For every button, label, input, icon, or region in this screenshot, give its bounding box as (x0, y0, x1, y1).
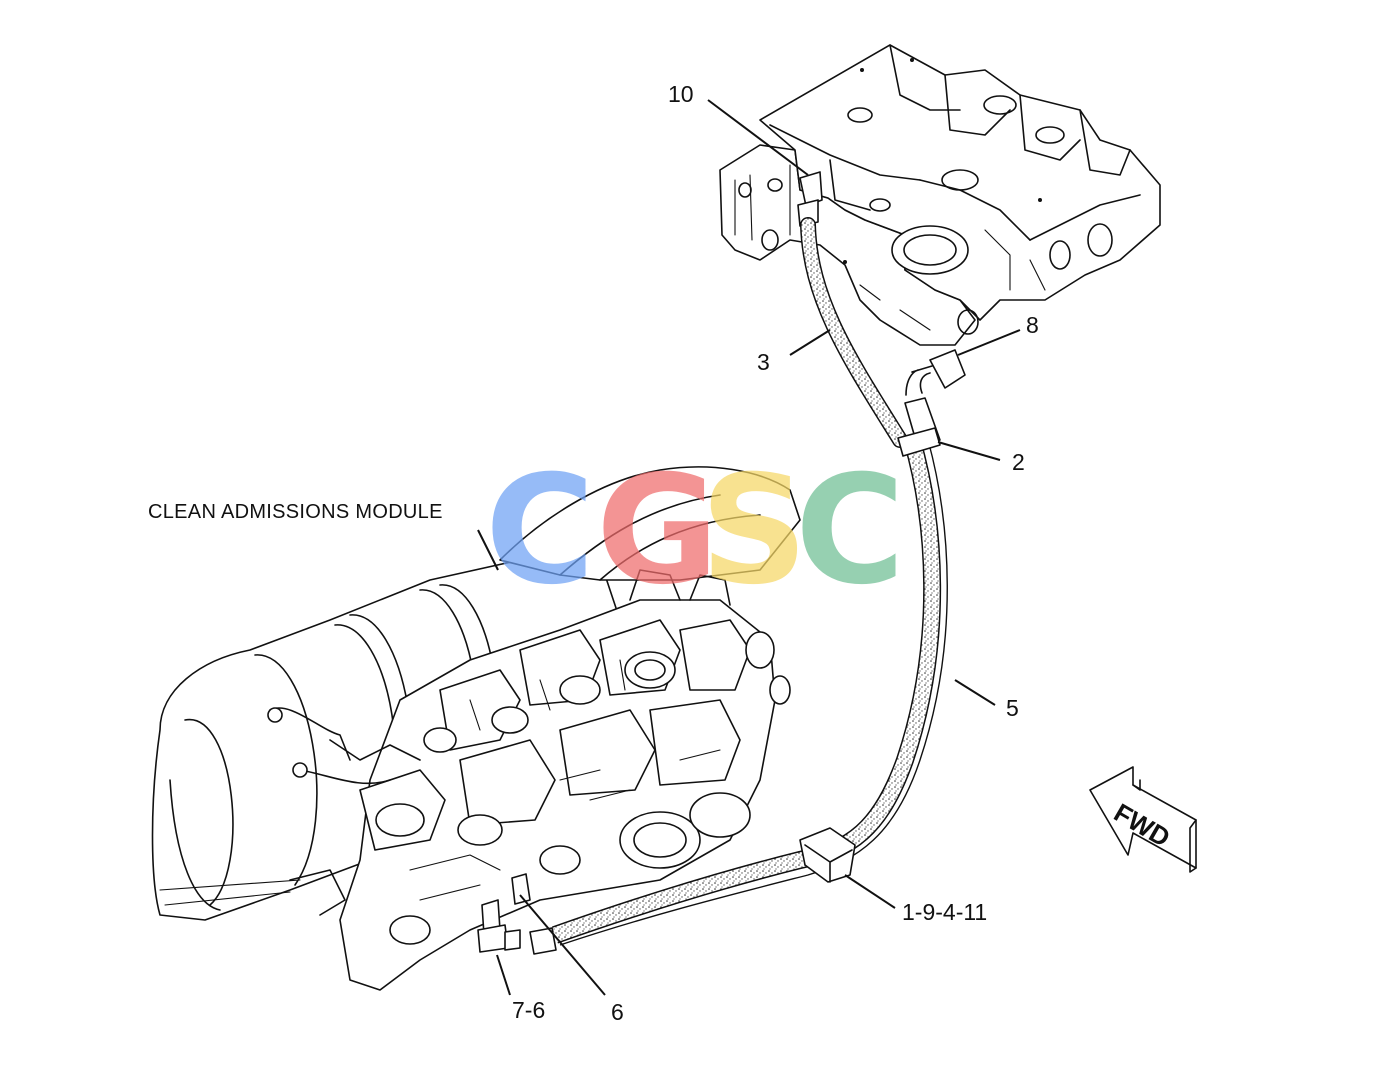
callout-labels: 10 3 8 2 5 1-9-4-11 7-6 6 CLEAN ADMISSIO… (148, 81, 1039, 1025)
callout-8: 8 (1026, 312, 1039, 338)
clamp-1-9-4-11 (799, 827, 856, 883)
watermark-letter-c1: C (485, 444, 595, 618)
watermark-letter-g: G (596, 444, 719, 618)
fitting-2 (897, 397, 941, 457)
clean-admissions-module (151, 466, 801, 991)
hose-3 (800, 217, 908, 448)
watermark-letter-s: S (700, 444, 808, 618)
callout-2: 2 (1012, 449, 1025, 475)
callout-10: 10 (668, 81, 694, 107)
module-label: CLEAN ADMISSIONS MODULE (148, 501, 443, 523)
watermark-logo: C G S C (485, 444, 905, 618)
callout-5: 5 (1006, 695, 1019, 721)
callout-1-9-4-11: 1-9-4-11 (902, 899, 987, 925)
callout-7-6: 7-6 (512, 997, 545, 1023)
watermark-letter-c2: C (795, 444, 905, 618)
callout-3: 3 (757, 349, 770, 375)
fitting-7-6 (477, 899, 521, 953)
fitting-8 (905, 349, 966, 396)
engine-head-assembly (719, 44, 1161, 346)
hose-5 (552, 437, 948, 946)
forward-direction-arrow: FWD (1089, 766, 1197, 873)
leader-lines (477, 99, 1021, 996)
callout-6: 6 (611, 999, 624, 1025)
fitting-6 (511, 873, 557, 955)
